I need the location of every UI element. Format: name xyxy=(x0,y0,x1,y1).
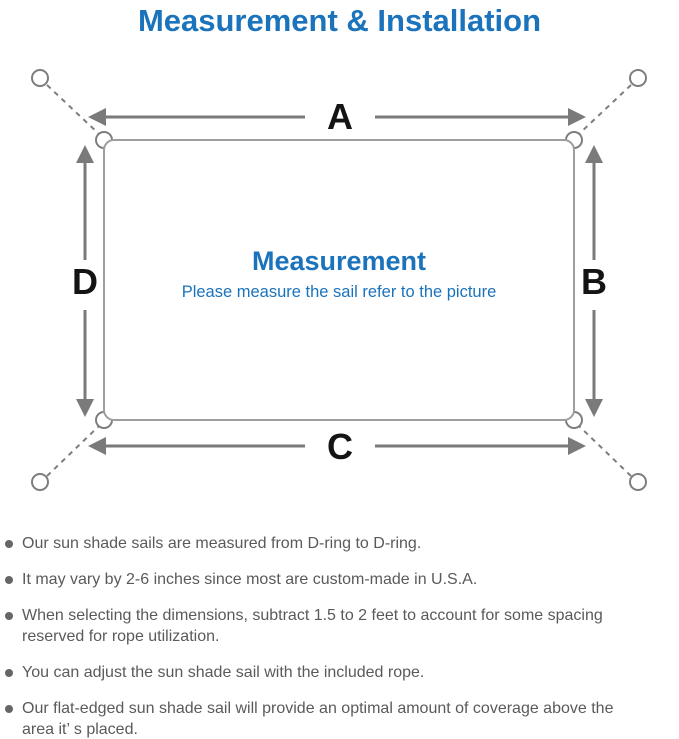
diagram-center-subtitle: Please measure the sail refer to the pic… xyxy=(182,283,497,301)
bullet-icon xyxy=(5,705,13,713)
diagram-center-title: Measurement xyxy=(252,246,426,276)
bullet-icon xyxy=(5,612,13,620)
note-item: You can adjust the sun shade sail with t… xyxy=(5,662,679,683)
tension-line-bottom-right xyxy=(578,425,632,477)
dimension-arrow-b xyxy=(585,145,603,417)
tension-line-top-left xyxy=(46,84,100,135)
note-text: Our sun shade sails are measured from D-… xyxy=(22,535,422,552)
anchor-ring-icon xyxy=(629,69,647,87)
page-title: Measurement & Installation xyxy=(137,3,542,38)
note-item: Our flat-edged sun shade sail will provi… xyxy=(5,698,679,739)
note-text: It may vary by 2-6 inches since most are… xyxy=(22,571,478,588)
notes-list: Our sun shade sails are measured from D-… xyxy=(0,533,679,739)
anchor-ring-icon xyxy=(31,473,49,491)
bullet-icon xyxy=(5,540,13,548)
anchor-ring-icon xyxy=(31,69,49,87)
dimension-arrow-d xyxy=(76,145,94,417)
bullet-icon xyxy=(5,669,13,677)
measurement-diagram: A C D B Measurement Please measure the s… xyxy=(31,69,647,491)
dimension-label-a: A xyxy=(327,96,353,137)
dimension-arrow-a xyxy=(88,108,586,126)
dimension-arrow-c xyxy=(88,437,586,455)
anchor-ring-icon xyxy=(629,473,647,491)
note-item: It may vary by 2-6 inches since most are… xyxy=(5,569,679,590)
sail-outline xyxy=(103,139,575,421)
note-item: When selecting the dimensions, subtract … xyxy=(5,605,679,647)
dimension-label-c: C xyxy=(327,426,353,467)
dimension-label-d: D xyxy=(72,261,98,302)
dimension-label-b: B xyxy=(581,261,607,302)
tension-line-top-right xyxy=(578,84,632,135)
note-text: Our flat-edged sun shade sail will provi… xyxy=(22,700,614,738)
note-item: Our sun shade sails are measured from D-… xyxy=(5,533,679,554)
note-text: You can adjust the sun shade sail with t… xyxy=(22,664,425,681)
note-text: When selecting the dimensions, subtract … xyxy=(22,607,603,645)
tension-line-bottom-left xyxy=(46,425,100,477)
bullet-icon xyxy=(5,576,13,584)
